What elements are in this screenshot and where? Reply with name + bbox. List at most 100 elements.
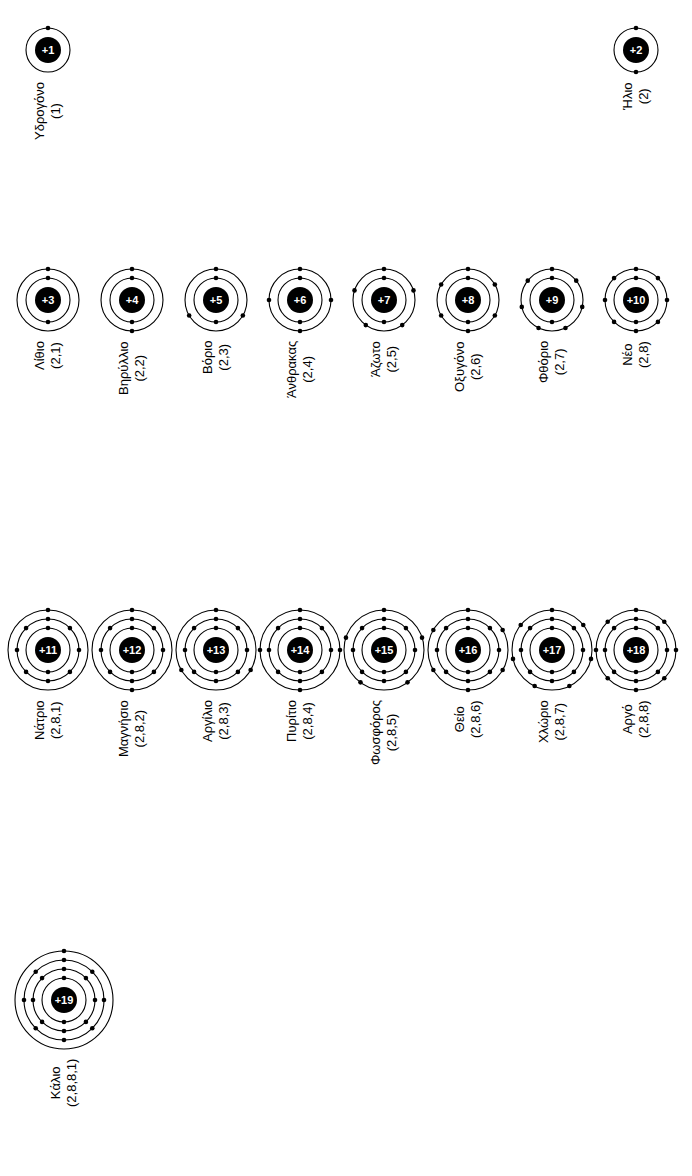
element-label: Άζωτο(2,5) xyxy=(368,341,400,377)
shell-ring xyxy=(437,269,499,331)
atom-model: Χλώριο(2,8,7)+17 xyxy=(508,606,596,694)
electron-dot xyxy=(518,623,523,628)
electron-dot xyxy=(563,326,568,331)
electron-dot xyxy=(241,313,246,318)
element-name: Άνθρακας xyxy=(284,341,300,398)
electron-dot xyxy=(634,276,639,281)
electron-dot xyxy=(62,1038,67,1043)
electron-configuration: (2) xyxy=(636,82,652,110)
nuclear-charge: +16 xyxy=(459,644,478,656)
electron-dot xyxy=(404,626,409,631)
element-name: Άζωτο xyxy=(368,341,384,377)
element-label: Φωσφόρος(2,8,5) xyxy=(368,700,400,765)
electron-dot xyxy=(187,313,192,318)
electron-dot xyxy=(532,684,537,689)
electron-dot xyxy=(411,288,416,293)
electron-dot xyxy=(276,670,281,675)
shell-ring xyxy=(530,278,574,322)
electron-dot xyxy=(298,670,303,675)
nuclear-charge: +3 xyxy=(42,294,55,306)
electron-dot xyxy=(363,323,368,328)
electron-dot xyxy=(674,648,679,653)
electron-dot xyxy=(130,626,135,631)
element-name: Θείο xyxy=(452,700,468,738)
electron-dot xyxy=(130,679,135,684)
electron-dot xyxy=(603,298,608,303)
electron-dot xyxy=(662,619,667,624)
atom-model: Νάτριο(2,8,1)+11 xyxy=(4,606,92,694)
electron-dot xyxy=(665,298,670,303)
element-name: Χλώριο xyxy=(536,700,552,743)
electron-dot xyxy=(656,276,661,281)
nuclear-charge: +6 xyxy=(294,294,307,306)
electron-dot xyxy=(511,657,516,662)
electron-dot xyxy=(400,323,405,328)
shell-ring xyxy=(42,978,86,1022)
atom-model: Άζωτο(2,5)+7 xyxy=(349,265,419,335)
atom-model: Κάλιο(2,8,8,1)+19 xyxy=(11,947,117,1053)
shell-ring xyxy=(269,269,331,331)
electron-dot xyxy=(192,670,197,675)
electron-dot xyxy=(344,635,349,640)
element-name: Πυρίτιο xyxy=(284,700,300,742)
electron-dot xyxy=(466,679,471,684)
shell-ring xyxy=(24,960,104,1040)
nuclear-charge: +18 xyxy=(627,644,646,656)
nucleus: +9 xyxy=(539,287,565,313)
nucleus: +11 xyxy=(35,637,61,663)
shell-ring xyxy=(194,628,238,672)
electron-dot xyxy=(248,668,253,673)
electron-dot xyxy=(634,70,639,75)
electron-dot xyxy=(214,267,219,272)
shell-ring xyxy=(110,628,154,672)
electron-dot xyxy=(183,648,188,653)
electron-dot xyxy=(62,976,67,981)
shell-ring xyxy=(605,619,667,681)
electron-dot xyxy=(62,1020,67,1025)
nucleus: +6 xyxy=(287,287,313,313)
electron-configuration: (2,8,1) xyxy=(48,700,64,740)
atom-model: Βόριο(2,3)+5 xyxy=(181,265,251,335)
element-name: Λίθιο xyxy=(32,341,48,370)
electron-dot xyxy=(431,668,436,673)
element-name: Βηρύλλιο xyxy=(116,341,132,395)
electron-dot xyxy=(612,276,617,281)
element-label: Άνθρακας(2,4) xyxy=(284,341,316,398)
electron-dot xyxy=(320,626,325,631)
electron-dot xyxy=(466,688,471,693)
electron-dot xyxy=(33,1026,38,1031)
electron-configuration: (2,8) xyxy=(636,341,652,368)
electron-dot xyxy=(662,676,667,681)
electron-dot xyxy=(466,320,471,325)
electron-dot xyxy=(236,626,241,631)
element-name: Φθόριο xyxy=(536,341,552,383)
electron-dot xyxy=(634,617,639,622)
shell-ring xyxy=(92,610,172,690)
nucleus: +16 xyxy=(455,637,481,663)
shell-ring xyxy=(176,610,256,690)
electron-dot xyxy=(656,626,661,631)
electron-dot xyxy=(214,626,219,631)
electron-dot xyxy=(298,626,303,631)
shell-ring xyxy=(614,28,658,72)
electron-dot xyxy=(62,967,67,972)
electron-dot xyxy=(46,679,51,684)
electron-dot xyxy=(589,657,594,662)
electron-dot xyxy=(214,608,219,613)
electron-dot xyxy=(24,670,29,675)
electron-dot xyxy=(634,688,639,693)
electron-dot xyxy=(605,619,610,624)
electron-dot xyxy=(329,648,334,653)
electron-dot xyxy=(298,267,303,272)
electron-dot xyxy=(161,648,166,653)
electron-configuration: (2,6) xyxy=(468,341,484,392)
nucleus: +2 xyxy=(623,37,649,63)
electron-dot xyxy=(572,626,577,631)
electron-configuration: (2,8,7) xyxy=(552,700,568,743)
nuclear-charge: +17 xyxy=(543,644,562,656)
electron-dot xyxy=(634,626,639,631)
electron-dot xyxy=(130,320,135,325)
electron-dot xyxy=(550,320,555,325)
atom-model: Φωσφόρος(2,8,5)+15 xyxy=(340,606,428,694)
electron-dot xyxy=(550,608,555,613)
